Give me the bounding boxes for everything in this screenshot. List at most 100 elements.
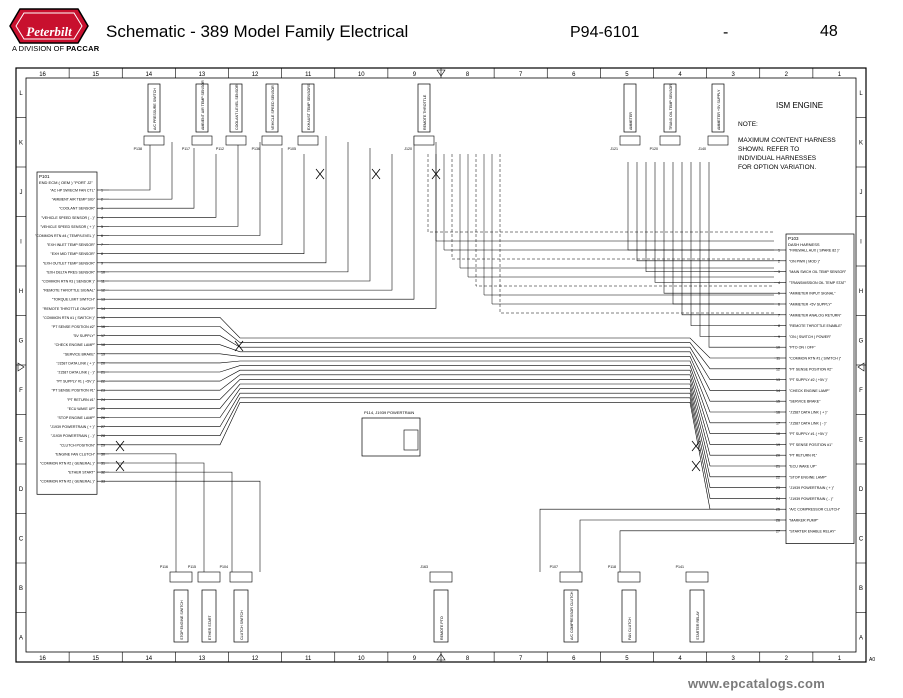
right-pin-number: 7 xyxy=(778,313,780,317)
left-pin-label: "EXH DELTA PRES SENSOR" xyxy=(46,270,95,274)
left-pin-label: "J1939 POWERTRAIN ( + )" xyxy=(50,425,96,429)
left-pin-label: "COMMON RTN #4 ( TEMP/LEVEL )" xyxy=(35,234,96,238)
row-label-right: E xyxy=(859,437,863,443)
left-pin-number: 33 xyxy=(101,480,105,484)
right-pin-label: "AMMETER ANALOG RETURN" xyxy=(789,313,842,317)
right-pin-number: 11 xyxy=(776,357,780,361)
bottom-component-plug xyxy=(229,571,253,583)
left-pin-label: "VEHICLE SPEED SENSOR ( - )" xyxy=(41,216,96,220)
left-pin-label: "STOP ENGINE LAMP" xyxy=(57,416,95,420)
harness-wire xyxy=(109,402,774,510)
harness-wire xyxy=(109,369,774,434)
right-pin-label: "STARTER ENABLE RELAY" xyxy=(789,529,836,533)
note-heading: NOTE: xyxy=(738,121,758,128)
left-pin-number: 5 xyxy=(101,225,103,229)
left-pin-number: 20 xyxy=(101,361,105,365)
left-pin-label: "PT SUPPLY #1 ( +5V )" xyxy=(56,380,96,384)
right-pin-label: "PT RETURN #1" xyxy=(789,454,818,458)
harness-wire xyxy=(109,383,774,467)
left-pin-number: 27 xyxy=(101,425,105,429)
right-pin-number: 25 xyxy=(776,508,780,512)
right-pin-number: 2 xyxy=(778,259,780,263)
top-component-plug xyxy=(191,135,213,146)
bottom-wire xyxy=(109,471,233,572)
right-pin-number: 16 xyxy=(776,411,780,415)
lower-right-wire xyxy=(579,519,774,572)
col-label-top: 2 xyxy=(785,72,789,78)
left-pin-number: 25 xyxy=(101,407,105,411)
note-line: FOR OPTION VARIATION. xyxy=(738,164,816,171)
right-pin-label: "TRANSMISSION OIL TEMP STAT" xyxy=(789,281,847,285)
top-component-body xyxy=(623,83,637,133)
row-label-left: B xyxy=(19,586,23,592)
right-pin-number: 14 xyxy=(776,389,780,393)
col-label-top: 12 xyxy=(252,72,259,78)
top-component-label: EXHAUST TEMP SENSORS xyxy=(307,83,311,130)
left-pin-number: 32 xyxy=(101,471,105,475)
left-pin-label: "CHECK ENGINE LAMP" xyxy=(54,343,95,347)
col-label-bottom: 5 xyxy=(625,656,629,662)
bottom-component-body xyxy=(689,589,705,643)
row-label-right: A xyxy=(859,635,863,641)
left-pin-number: 14 xyxy=(101,307,105,311)
left-pin-label: "COMMON RTN #2 ( GENERAL )" xyxy=(40,462,96,466)
col-label-top: 11 xyxy=(305,72,312,78)
bottom-component-label: REMOTE PTO xyxy=(440,616,444,640)
harness-wire xyxy=(109,379,774,456)
bottom-wire xyxy=(109,453,177,572)
col-label-top: 4 xyxy=(678,72,682,78)
left-pin-number: 1 xyxy=(101,189,103,193)
row-label-right: D xyxy=(859,487,864,493)
document-number: P94-6101 xyxy=(570,24,640,41)
bottom-component-label: CLUTCH SWITCH xyxy=(240,610,244,640)
right-pin-number: 18 xyxy=(776,432,780,436)
col-label-top: 10 xyxy=(358,72,365,78)
upper-right-wire xyxy=(636,162,774,262)
top-component-label: A/C PRESSURE SWITCH xyxy=(153,88,157,130)
bottom-component-plug xyxy=(429,571,453,583)
right-pin-number: 20 xyxy=(776,454,780,458)
right-pin-label: "PTO ON / OFF" xyxy=(789,346,816,350)
col-label-bottom: 8 xyxy=(466,656,470,662)
center-arrow xyxy=(436,653,446,661)
bottom-component-body xyxy=(233,589,249,643)
left-pin-number: 29 xyxy=(101,443,105,447)
parent-company: PACCAR xyxy=(66,44,100,53)
right-pin-number: 19 xyxy=(776,443,780,447)
row-label-right: I xyxy=(860,239,862,245)
top-component-plug xyxy=(659,135,681,146)
bottom-component-plug xyxy=(685,571,709,583)
right-pin-number: 13 xyxy=(776,378,780,382)
upper-right-wire xyxy=(681,162,774,316)
top-component-plug xyxy=(707,135,729,146)
sensor-wire xyxy=(109,148,283,245)
col-label-top: 8 xyxy=(466,72,470,78)
left-pin-number: 24 xyxy=(101,398,105,402)
col-label-top: 9 xyxy=(413,72,417,78)
sensor-wire xyxy=(109,148,195,209)
lower-right-wire xyxy=(619,530,774,572)
bottom-component-label: STARTER RELAY xyxy=(696,610,700,640)
right-connector-desc: DASH HARNESS xyxy=(788,242,820,247)
left-pin-number: 8 xyxy=(101,252,103,256)
right-pin-label: "AMMETER INPUT SIGNAL" xyxy=(789,292,836,296)
inner-border xyxy=(25,77,857,653)
top-component-ref: J121 xyxy=(610,147,618,151)
throttle-wire xyxy=(467,154,774,278)
top-component-body xyxy=(711,83,725,133)
col-label-top: 16 xyxy=(39,72,46,78)
left-pin-label: "COMMON RTN #2 ( GENERAL )" xyxy=(40,480,96,484)
left-pin-label: "TORQUE LIMIT SWITCH" xyxy=(52,298,96,302)
sensor-wire xyxy=(109,154,305,254)
right-connector-ref: P103 xyxy=(788,236,799,241)
left-pin-number: 31 xyxy=(101,462,105,466)
row-label-right: H xyxy=(859,289,863,295)
right-pin-label: "J1587 DATA LINK ( + )" xyxy=(789,411,828,415)
left-pin-label: "PT SENSE POSITION #2" xyxy=(52,325,96,329)
top-component-ref: P120 xyxy=(650,147,658,151)
top-component-plug xyxy=(143,135,165,146)
left-pin-number: 12 xyxy=(101,289,105,293)
top-component-ref: P117 xyxy=(182,147,190,151)
harness-wire xyxy=(109,360,774,413)
